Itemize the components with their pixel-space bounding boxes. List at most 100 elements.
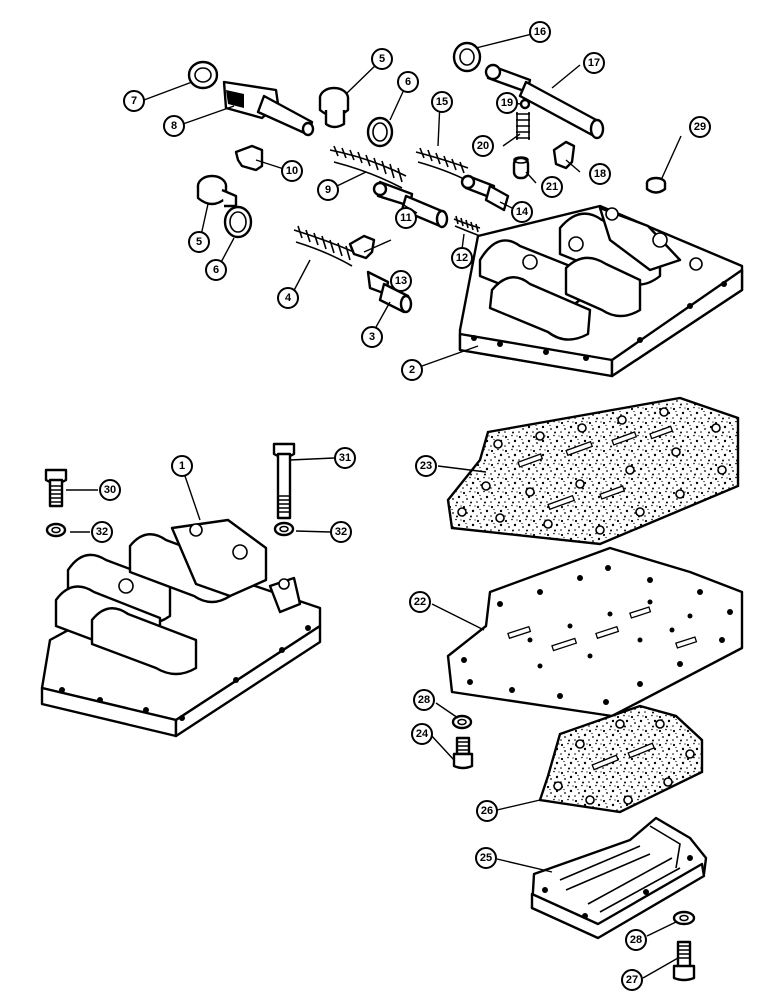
spring-part [516,112,530,140]
valve-spool-part [222,80,315,137]
callout-3: 3 [361,326,383,348]
small-spring-part [453,215,481,237]
callout-31: 31 [334,447,356,469]
callout-label: 4 [285,292,292,304]
callout-label: 24 [416,728,429,740]
callout-28-upper: 28 [413,689,435,711]
valve-part [460,174,510,212]
callout-13: 13 [390,270,412,292]
callout-label: 22 [414,596,426,608]
lock-washer-hole [679,914,689,922]
shaft-part [484,63,605,140]
callout-6-upper: 6 [397,71,419,93]
callout-15: 15 [431,91,453,113]
cover-plate-part [530,816,708,940]
callout-label: 28 [630,934,642,946]
callout-32-left: 32 [91,521,113,543]
callout-6-lower: 6 [205,259,227,281]
callout-8: 8 [163,115,185,137]
callout-21: 21 [541,176,563,198]
callout-label: 17 [588,57,600,69]
callout-label: 26 [481,805,493,817]
callout-label: 10 [286,165,298,177]
callout-label: 8 [171,120,177,132]
callout-5-lower: 5 [188,231,210,253]
callout-label: 6 [213,264,219,276]
callout-label: 7 [131,95,137,107]
retaining-clip-part [234,144,264,172]
callout-label: 5 [196,236,202,248]
callout-label: 13 [395,275,407,287]
valve-part [372,180,449,229]
callout-label: 5 [379,53,385,65]
lock-washer-hole [279,525,289,533]
valve-part [366,270,413,314]
callout-18: 18 [589,163,611,185]
callout-14: 14 [511,201,533,223]
callout-29: 29 [689,116,711,138]
callout-label: 6 [405,76,411,88]
callout-label: 29 [694,121,706,133]
spring-part [415,147,469,181]
callout-label: 20 [477,140,489,152]
callout-label: 3 [369,331,375,343]
callout-9: 9 [317,179,339,201]
washer-part [366,116,394,148]
washer-part [223,205,253,239]
seal-ring-part [187,60,219,90]
lock-washer-part [672,910,696,926]
callout-label: 15 [436,96,448,108]
plug-part [645,176,667,194]
plug-part [196,174,238,208]
retaining-clip-part [552,140,576,170]
callout-label: 14 [516,206,529,218]
spring-part [329,145,407,189]
callout-1: 1 [171,455,193,477]
callout-label: 2 [409,364,415,376]
callout-label: 11 [400,212,412,224]
callout-label: 19 [501,97,513,109]
callout-label: 12 [456,252,468,264]
small-gasket-part [538,704,704,814]
check-ball-part [519,98,531,110]
callout-label: 27 [626,974,638,986]
callout-17: 17 [583,52,605,74]
callout-label: 28 [418,694,430,706]
lock-washer-part [45,522,67,538]
callout-24: 24 [411,723,433,745]
assembled-valve-body-part [40,518,322,738]
lock-washer-part [451,714,473,730]
callout-5-upper: 5 [371,48,393,70]
callout-label: 23 [420,460,432,472]
washer-hole [229,211,247,233]
lock-washer-hole [457,718,467,726]
seal-ring-part [452,41,482,73]
callout-28-lower: 28 [625,929,647,951]
callout-22: 22 [409,591,431,613]
callout-label: 16 [534,26,546,38]
long-bolt-part [272,442,296,520]
callout-7: 7 [123,90,145,112]
callout-label: 18 [594,168,606,180]
separator-plate-part [446,546,744,718]
callout-label: 31 [339,452,351,464]
callout-16: 16 [529,21,551,43]
lock-washer-hole [51,526,61,534]
callout-label: 9 [325,184,331,196]
bolt-part [452,736,474,770]
callout-27: 27 [621,969,643,991]
callout-label: 21 [546,181,558,193]
gasket-part [446,396,740,546]
plug-part [318,86,350,129]
callout-30: 30 [99,479,121,501]
callout-32-right: 32 [330,521,352,543]
callout-label: 25 [480,852,492,864]
valve-body-part [458,204,744,378]
callout-label: 30 [104,484,116,496]
bolt-part [672,940,696,982]
callout-25: 25 [475,847,497,869]
lock-washer-part [273,521,295,537]
callout-4: 4 [277,287,299,309]
callout-label: 32 [96,526,108,538]
